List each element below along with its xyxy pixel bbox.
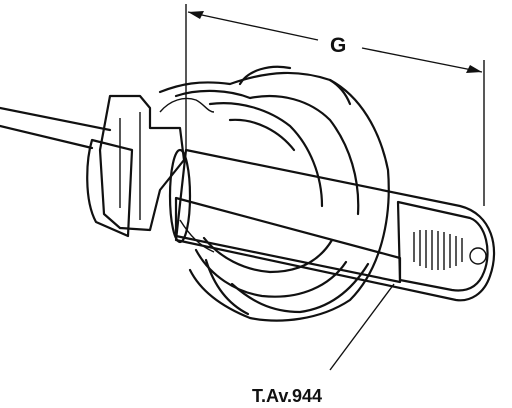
dimension-label: G (330, 34, 346, 57)
spline-end (413, 230, 487, 270)
joint-housing (86, 94, 186, 238)
tool-callout: T.Av.944 (252, 283, 395, 406)
tool-sleeve (168, 148, 496, 302)
dimension-g: G (185, 4, 485, 206)
tool-label: T.Av.944 (252, 386, 322, 406)
rubber-boot (158, 65, 390, 322)
drive-shaft (0, 106, 112, 150)
